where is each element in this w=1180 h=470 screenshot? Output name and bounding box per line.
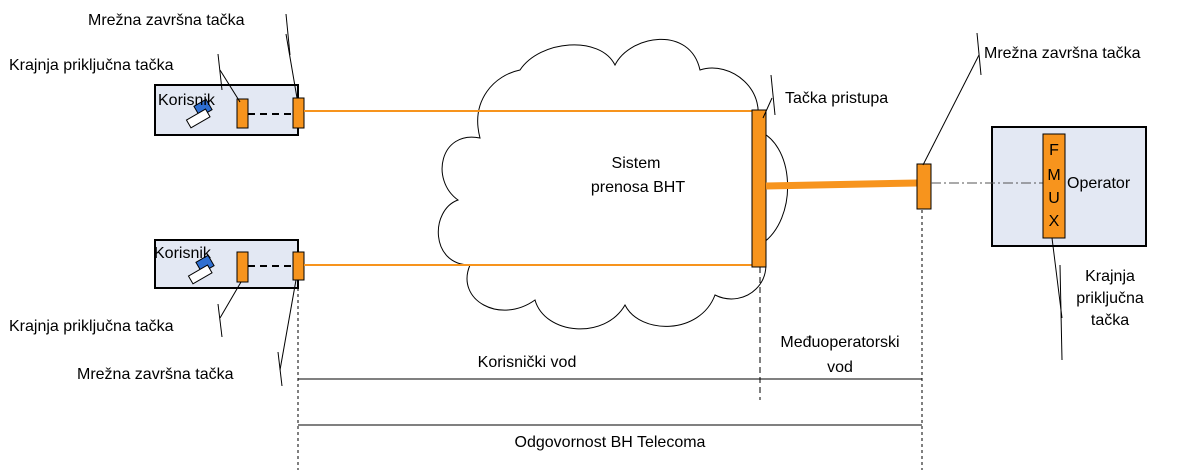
- callout-leader: [219, 69, 241, 103]
- label-korisnicki-vod: Korisnički vod: [478, 354, 577, 371]
- label-kpt-right: Krajnja: [1085, 268, 1135, 285]
- callout-leader: [922, 54, 980, 166]
- callout-bar: [1059, 264, 1063, 361]
- callout-leader: [219, 281, 242, 319]
- computer-icon: [187, 254, 215, 285]
- label-mzt-top-left: Mrežna završna tačka: [88, 12, 245, 29]
- label-cloud-line2: prenosa BHT: [591, 179, 685, 196]
- label-kpt-right: priključna: [1076, 290, 1144, 307]
- label-operator: Operator: [1067, 175, 1131, 192]
- terminal-point-bottom: [236, 251, 249, 283]
- callout-leader: [762, 97, 773, 119]
- fmux-bar: [1042, 133, 1066, 239]
- callout-leader: [285, 33, 298, 99]
- interconnect-line: [765, 179, 918, 190]
- callout-bar: [217, 303, 223, 338]
- fmux-letter: U: [1048, 190, 1060, 207]
- label-korisnik-bottom: Korisnik: [154, 245, 212, 262]
- label-medjuoperatorski: vod: [827, 359, 853, 376]
- access-point-bar: [751, 109, 767, 268]
- label-cloud-line1: Sistem: [612, 155, 661, 172]
- operator-box: [991, 126, 1147, 247]
- network-termination-right: [916, 163, 932, 210]
- terminal-point-top: [236, 98, 249, 129]
- label-korisnik-top: Korisnik: [158, 92, 216, 109]
- label-tacka-pristupa: Tačka pristupa: [785, 90, 888, 107]
- label-mzt-right: Mrežna završna tačka: [984, 45, 1141, 62]
- network-termination-bottom: [292, 251, 305, 281]
- label-odgovornost: Odgovornost BH Telecoma: [515, 434, 706, 451]
- label-kpt-top-left: Krajnja priključna tačka: [9, 57, 174, 74]
- callout-bar: [976, 32, 982, 76]
- fmux-letter: M: [1047, 167, 1060, 184]
- label-kpt-right: tačka: [1091, 312, 1129, 329]
- label-mzt-bottom-left: Mrežna završna tačka: [77, 366, 234, 383]
- fmux-letter: X: [1049, 213, 1060, 230]
- callout-bar: [285, 13, 291, 56]
- callout-bar: [217, 53, 223, 91]
- callout-leader: [279, 279, 297, 371]
- callout-leader: [1051, 237, 1063, 319]
- label-kpt-bottom-left: Krajnja priključna tačka: [9, 318, 174, 335]
- network-termination-top: [292, 97, 305, 129]
- label-medjuoperatorski: Međuoperatorski: [780, 334, 899, 351]
- callout-bar: [770, 74, 776, 116]
- fmux-letter: F: [1049, 142, 1059, 159]
- computer-icon: [185, 98, 213, 129]
- user-box-bottom: [154, 239, 299, 289]
